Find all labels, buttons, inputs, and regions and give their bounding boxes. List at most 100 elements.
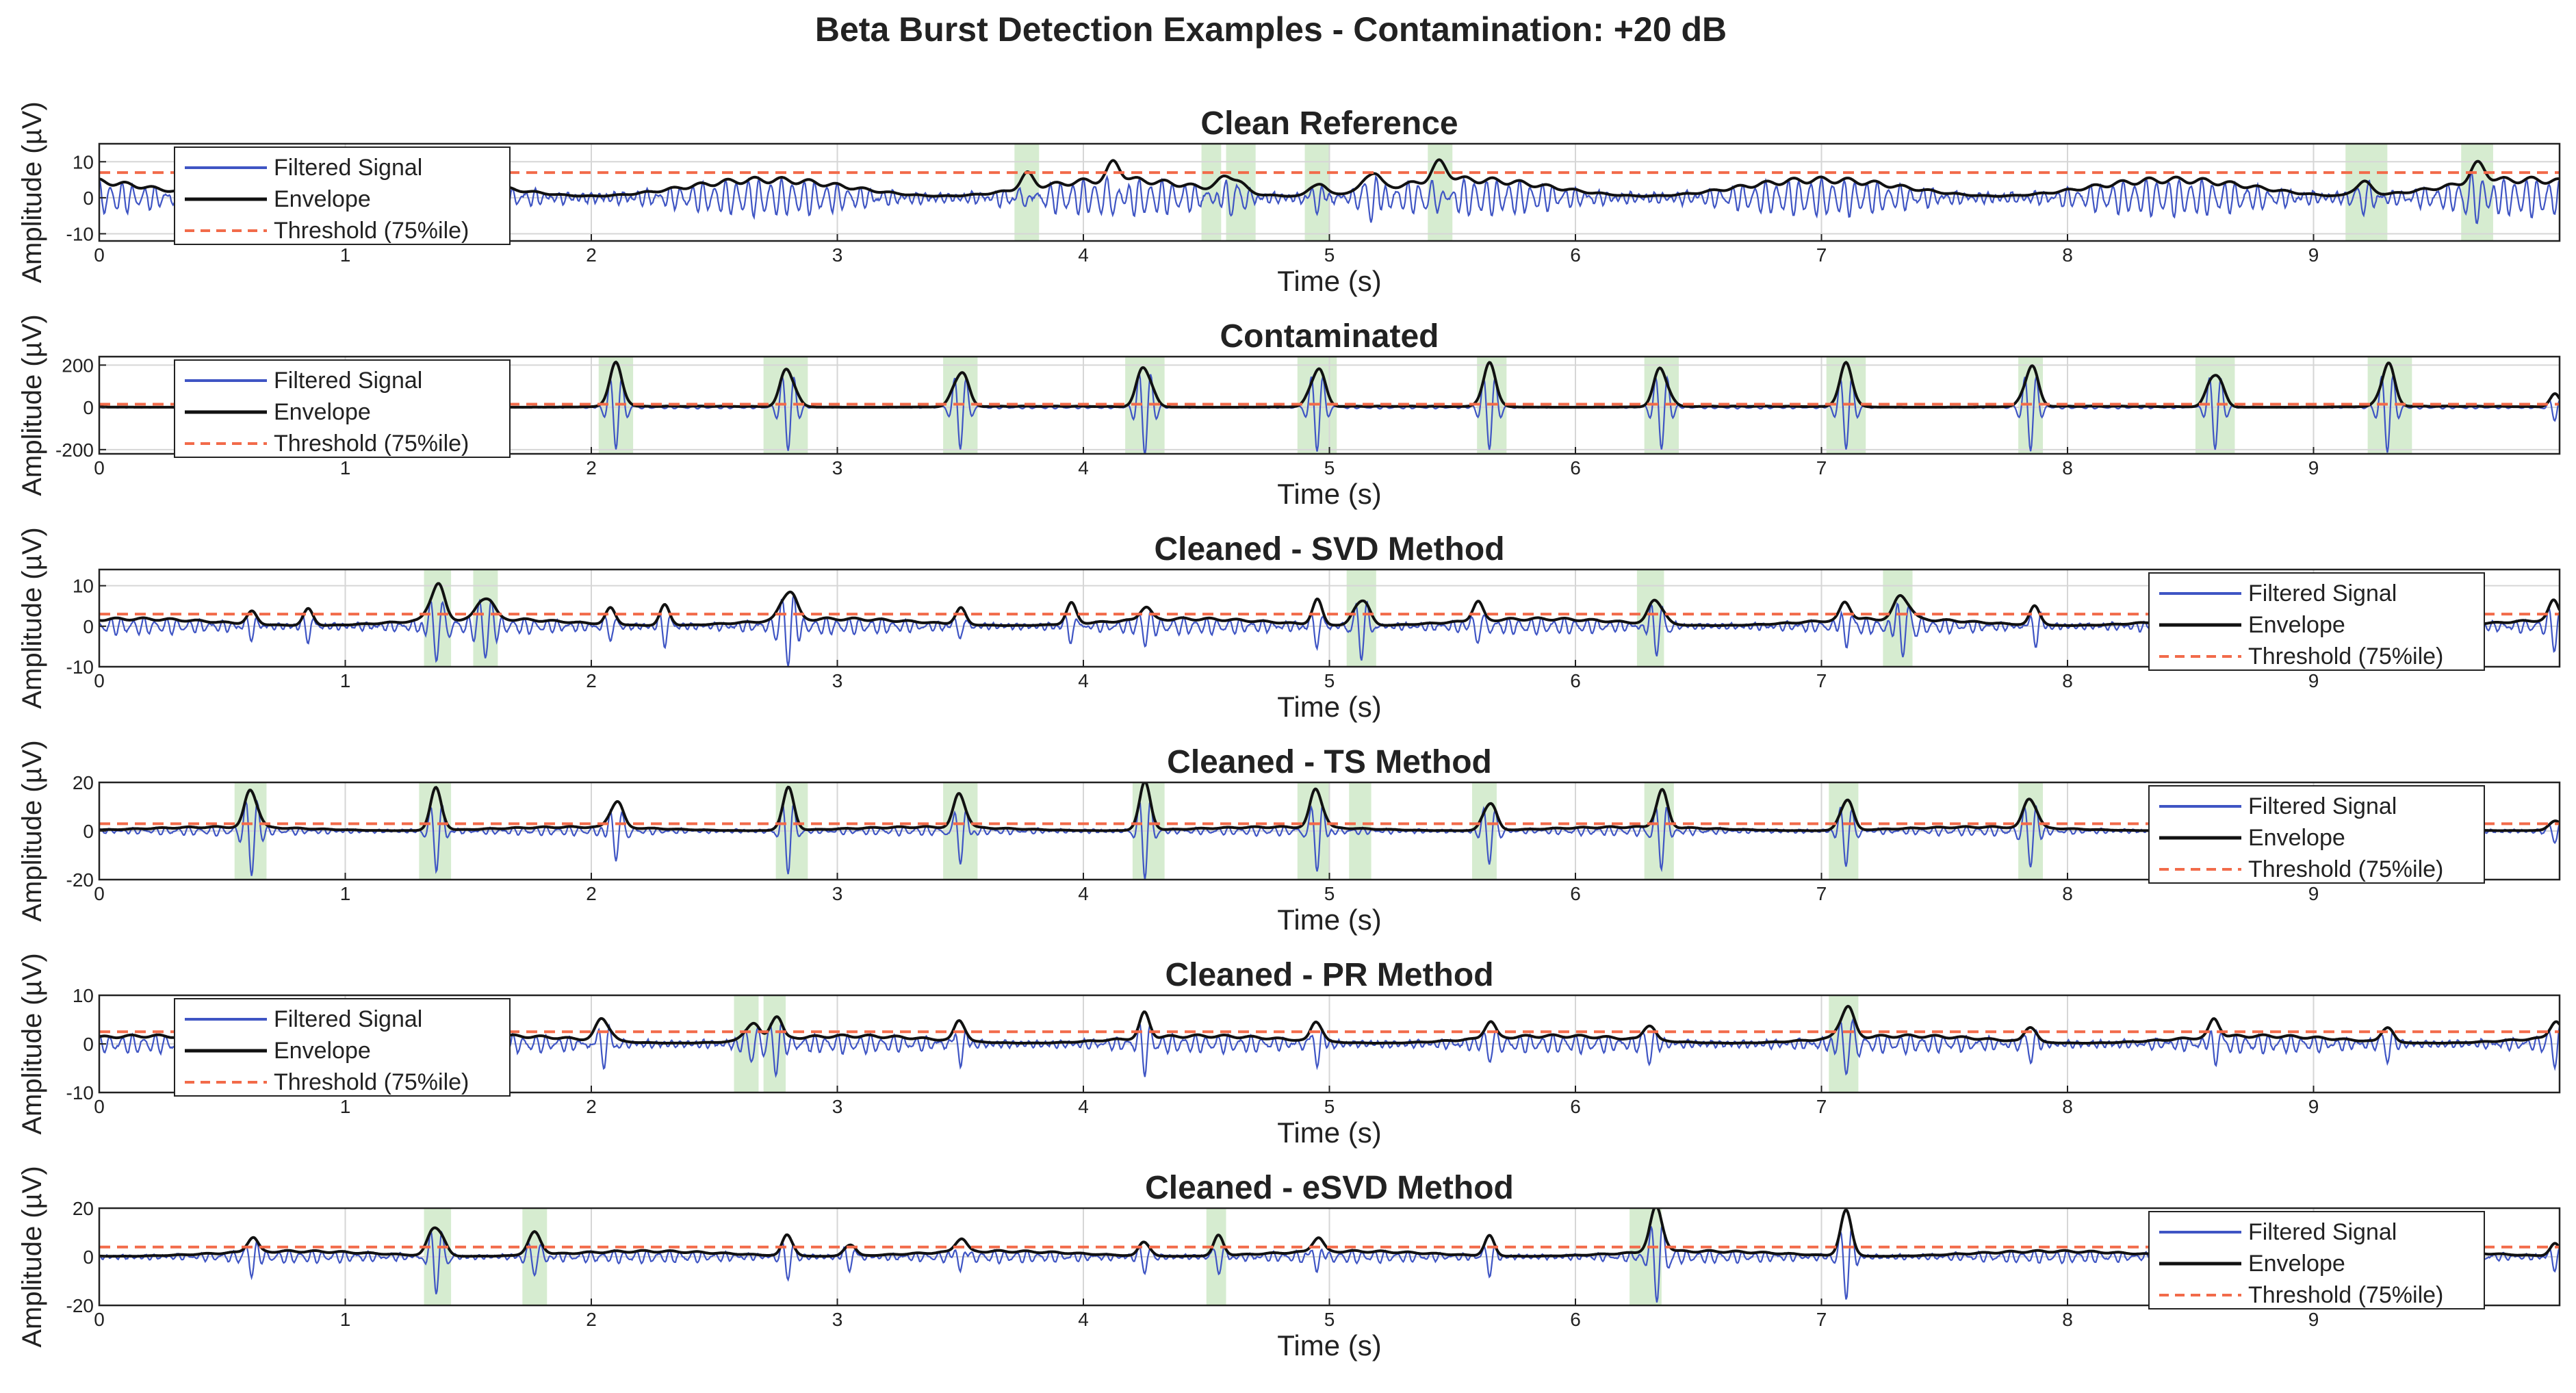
x-tick-label: 5	[1324, 883, 1335, 904]
burst-shade	[1304, 144, 1330, 241]
x-tick-label: 0	[94, 457, 105, 478]
subplot-title: Cleaned - TS Method	[1167, 744, 1492, 780]
x-tick-label: 1	[340, 244, 351, 266]
x-tick-label: 1	[340, 883, 351, 904]
y-tick-label: 0	[83, 188, 94, 209]
x-axis-label: Time (s)	[1277, 478, 1381, 510]
y-tick-label: 200	[62, 355, 94, 376]
x-tick-label: 6	[1570, 670, 1581, 691]
legend-signal-label: Filtered Signal	[2248, 580, 2397, 606]
x-tick-label: 2	[586, 670, 597, 691]
x-tick-label: 8	[2062, 670, 2073, 691]
x-tick-label: 3	[832, 457, 843, 478]
x-tick-label: 7	[1816, 457, 1827, 478]
x-tick-label: 6	[1570, 883, 1581, 904]
burst-shade	[1883, 570, 1913, 667]
legend-envelope-label: Envelope	[274, 186, 371, 212]
x-axis-label: Time (s)	[1277, 904, 1381, 936]
y-tick-label: 20	[73, 772, 94, 793]
x-tick-label: 1	[340, 670, 351, 691]
x-tick-label: 9	[2308, 1309, 2319, 1330]
x-tick-label: 7	[1816, 670, 1827, 691]
y-axis-label: Amplitude (µV)	[17, 740, 47, 921]
x-axis-label: Time (s)	[1277, 1116, 1381, 1149]
x-tick-label: 3	[832, 670, 843, 691]
legend-signal-label: Filtered Signal	[274, 368, 422, 394]
burst-shade	[1428, 144, 1453, 241]
x-tick-label: 5	[1324, 1096, 1335, 1117]
y-tick-label: 0	[83, 1034, 94, 1055]
legend-threshold-label: Threshold (75%ile)	[2248, 643, 2443, 669]
subplot-title: Contaminated	[1220, 318, 1439, 355]
burst-shade	[1014, 144, 1040, 241]
x-tick-label: 9	[2308, 883, 2319, 904]
x-tick-label: 9	[2308, 457, 2319, 478]
subplot-title: Cleaned - SVD Method	[1154, 531, 1504, 567]
legend-threshold-label: Threshold (75%ile)	[2248, 856, 2443, 882]
x-axis-label: Time (s)	[1277, 691, 1381, 723]
legend-envelope-label: Envelope	[2248, 825, 2345, 851]
y-axis-label: Amplitude (µV)	[17, 1166, 47, 1347]
x-tick-label: 7	[1816, 883, 1827, 904]
x-axis-label: Time (s)	[1277, 1329, 1381, 1362]
x-tick-label: 3	[832, 1096, 843, 1117]
legend-threshold-label: Threshold (75%ile)	[274, 431, 469, 457]
y-tick-label: 0	[83, 616, 94, 637]
legend-signal-label: Filtered Signal	[2248, 793, 2397, 819]
x-tick-label: 0	[94, 244, 105, 266]
x-tick-label: 3	[832, 1309, 843, 1330]
x-tick-label: 1	[340, 457, 351, 478]
x-tick-label: 5	[1324, 670, 1335, 691]
x-tick-label: 4	[1078, 1096, 1089, 1117]
legend-signal-label: Filtered Signal	[274, 1006, 422, 1032]
x-tick-label: 2	[586, 883, 597, 904]
y-tick-label: 0	[83, 1247, 94, 1268]
x-tick-label: 9	[2308, 1096, 2319, 1117]
x-tick-label: 3	[832, 244, 843, 266]
x-tick-label: 6	[1570, 1096, 1581, 1117]
figure-title: Beta Burst Detection Examples - Contamin…	[815, 10, 1727, 49]
x-tick-label: 6	[1570, 1309, 1581, 1330]
y-axis-label: Amplitude (µV)	[17, 314, 47, 496]
x-tick-label: 2	[586, 1309, 597, 1330]
y-axis-label: Amplitude (µV)	[17, 953, 47, 1134]
legend-box	[174, 359, 511, 458]
x-tick-label: 4	[1078, 1309, 1089, 1330]
burst-shade	[1201, 144, 1222, 241]
y-tick-label: 0	[83, 397, 94, 418]
subplot-title: Clean Reference	[1200, 105, 1458, 142]
legend-box	[2148, 1211, 2485, 1309]
x-tick-label: 2	[586, 457, 597, 478]
x-tick-label: 4	[1078, 244, 1089, 266]
x-tick-label: 8	[2062, 244, 2073, 266]
x-tick-label: 9	[2308, 244, 2319, 266]
x-tick-label: 8	[2062, 1309, 2073, 1330]
x-tick-label: 7	[1816, 1309, 1827, 1330]
x-tick-label: 9	[2308, 670, 2319, 691]
x-tick-label: 1	[340, 1309, 351, 1330]
legend-threshold-label: Threshold (75%ile)	[2248, 1282, 2443, 1308]
x-tick-label: 0	[94, 883, 105, 904]
x-tick-label: 5	[1324, 1309, 1335, 1330]
subplot-title: Cleaned - PR Method	[1165, 957, 1493, 993]
y-tick-label: -20	[66, 869, 94, 891]
y-tick-label: -10	[66, 656, 94, 678]
subplot-title: Cleaned - eSVD Method	[1145, 1170, 1514, 1206]
x-tick-label: 4	[1078, 670, 1089, 691]
x-tick-label: 6	[1570, 457, 1581, 478]
y-tick-label: -20	[66, 1295, 94, 1316]
legend-box	[2148, 572, 2485, 671]
x-tick-label: 8	[2062, 457, 2073, 478]
